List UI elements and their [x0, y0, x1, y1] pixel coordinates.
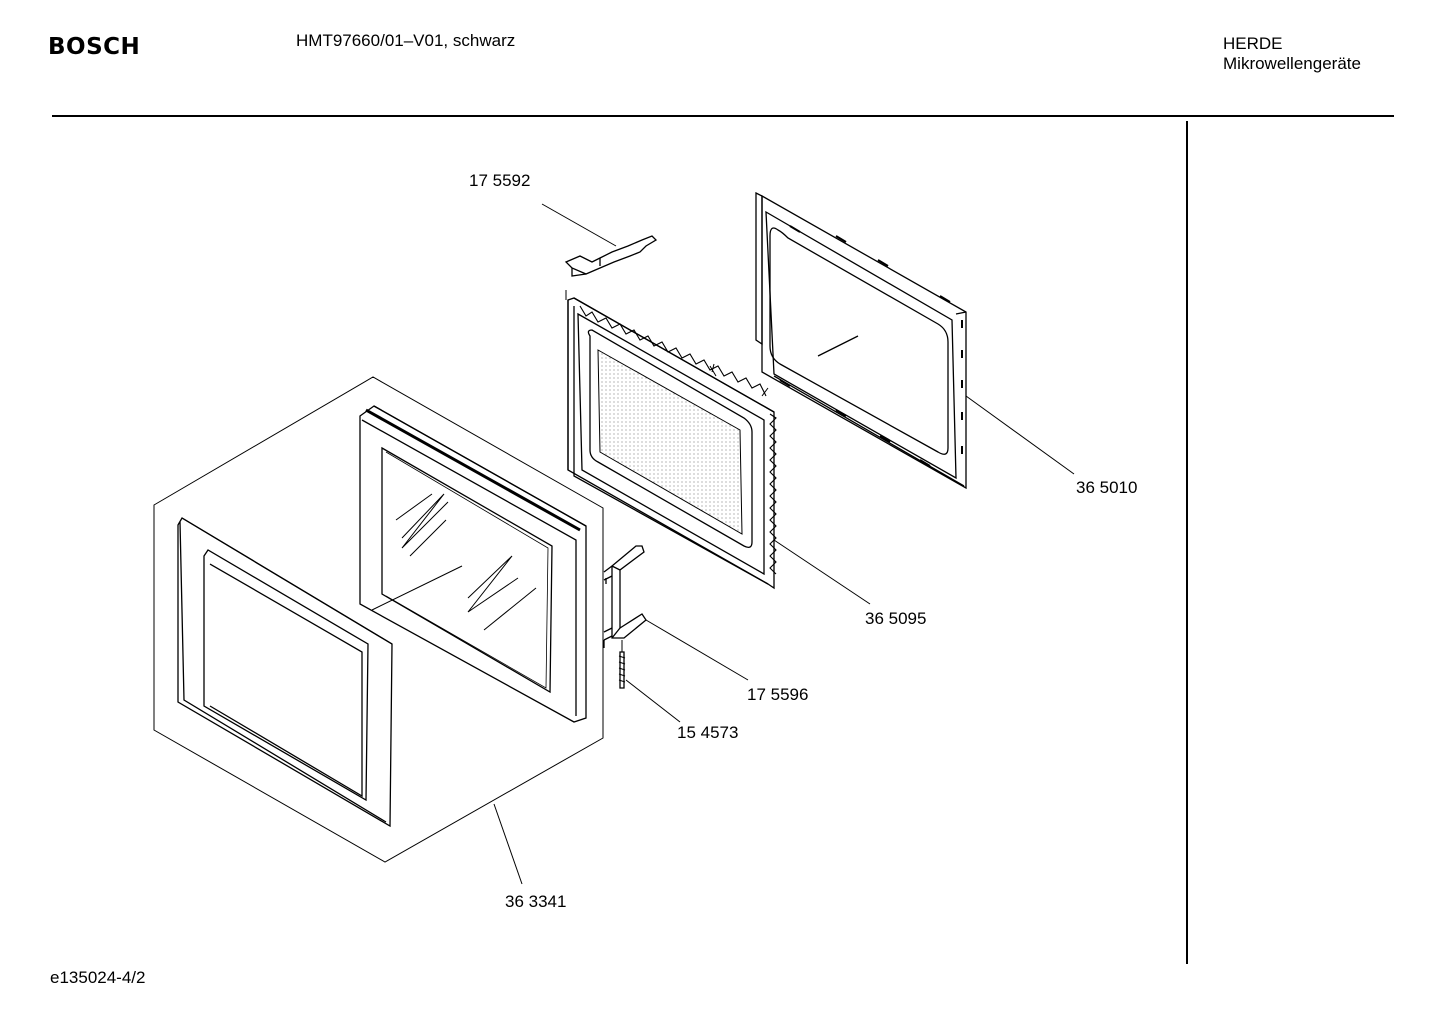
spring-part — [618, 640, 626, 689]
part-label-p1: 17 5592 — [469, 171, 530, 190]
mesh-door-frame — [565, 290, 777, 590]
door-assembly-outline — [153, 376, 604, 863]
side-rule — [1186, 121, 1188, 964]
part-label-p3: 36 5095 — [865, 609, 926, 628]
part-label-p2: 36 5010 — [1076, 478, 1137, 497]
part-label-p5: 15 4573 — [677, 723, 738, 742]
part-label-p6: 36 3341 — [505, 892, 566, 911]
drawing-code: e135024-4/2 — [50, 968, 146, 987]
brand-logo: BOSCH — [48, 34, 141, 60]
header-rule — [52, 115, 1394, 117]
front-door-frame — [177, 517, 393, 828]
category-main: HERDE — [1223, 34, 1283, 53]
part-label-p4: 17 5596 — [747, 685, 808, 704]
inner-door-glass — [359, 405, 587, 723]
leader-lines — [493, 203, 1075, 885]
rear-glass-frame — [755, 191, 967, 490]
bracket-part — [564, 235, 658, 277]
model-number: HMT97660/01–V01, schwarz — [296, 31, 516, 50]
latch-bracket — [603, 545, 647, 648]
category-sub: Mikrowellengeräte — [1223, 54, 1361, 73]
category-block: HERDE Mikrowellengeräte — [1223, 34, 1361, 74]
